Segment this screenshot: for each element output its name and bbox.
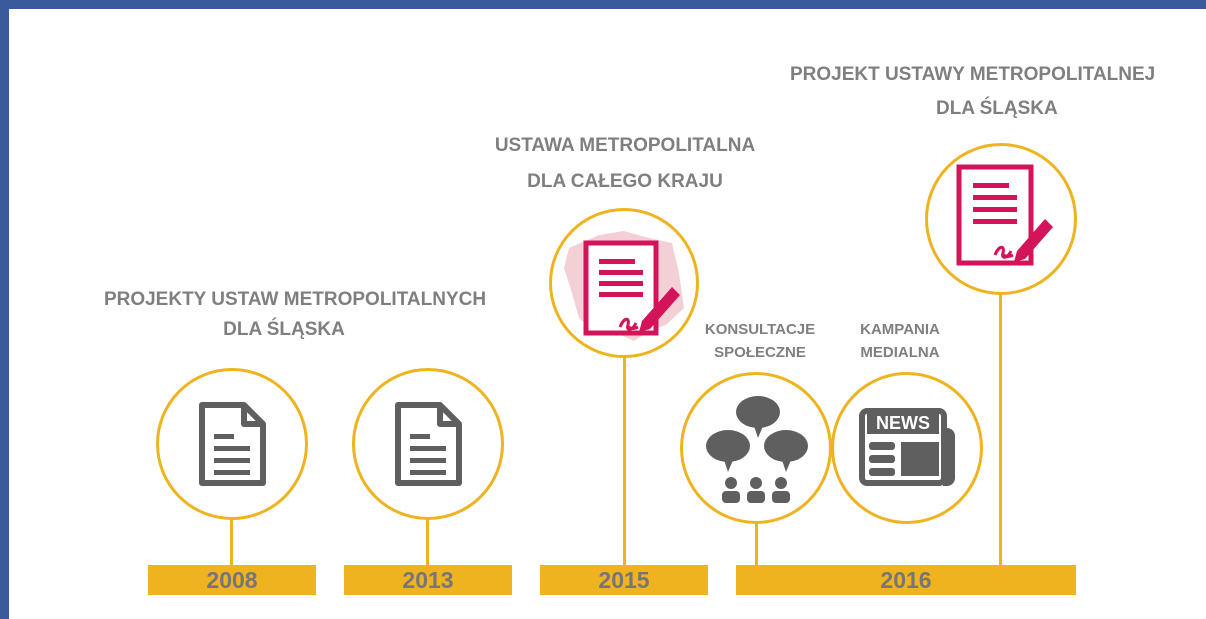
circle-2015 [549, 208, 699, 358]
newspaper-icon: NEWS [857, 408, 957, 488]
year-bar-2008: 2008 [148, 565, 316, 595]
newspaper-photo-block [901, 442, 939, 476]
circle-kampania: NEWS [831, 372, 983, 524]
heading-ustawa-kraj: USTAWA METROPOLITALNA DLA CAŁEGO KRAJU [455, 128, 795, 200]
stem-2008 [230, 515, 233, 567]
frame-left-border [0, 0, 9, 619]
heading-projekty-ustaw: PROJEKTY USTAW METROPOLITALNYCH DLA ŚLĄS… [65, 285, 525, 345]
signed-document-poland-map-icon [564, 231, 684, 341]
heading-kampania-line2: MEDIALNA [860, 344, 940, 361]
stem-konsultacje [755, 515, 758, 567]
heading-projekt-line1: PROJEKT USTAWY METROPOLITALNEJ [790, 64, 1156, 85]
frame-top-border [0, 0, 1206, 9]
year-bar-2016: 2016 [736, 565, 1076, 595]
circle-projekt-2016 [925, 143, 1077, 295]
stem-2013 [426, 515, 429, 567]
year-bar-2015: 2015 [540, 565, 708, 595]
circle-konsultacje [680, 372, 832, 524]
heading-projekty-line2: DLA ŚLĄSKA [223, 319, 345, 340]
stem-2015 [623, 355, 626, 567]
circle-2013 [352, 368, 504, 520]
heading-konsultacje: KONSULTACJE SPOŁECZNE [690, 318, 830, 364]
heading-kampania: KAMPANIA MEDIALNA [840, 318, 960, 364]
speech-bubbles-people-icon [706, 396, 808, 503]
newspaper-line [869, 442, 895, 450]
newspaper-line [869, 468, 895, 476]
newspaper-line [869, 455, 895, 463]
heading-projekt-slask: PROJEKT USTAWY METROPOLITALNEJ DLA ŚLĄSK… [790, 58, 1206, 126]
news-badge: NEWS [867, 412, 939, 434]
signed-document-icon [956, 164, 1053, 266]
heading-projekty-line1: PROJEKTY USTAW METROPOLITALNYCH [103, 289, 487, 310]
stem-projekt-2016 [999, 290, 1002, 567]
heading-ustawa-line1: USTAWA METROPOLITALNA [494, 135, 756, 156]
circle-2008 [156, 368, 308, 520]
document-icon [395, 402, 462, 486]
newspaper-spine [943, 428, 955, 486]
heading-kampania-line1: KAMPANIA [860, 321, 940, 338]
year-bar-2013: 2013 [344, 565, 512, 595]
heading-projekt-line2: DLA ŚLĄSKA [936, 98, 1058, 119]
document-icon [199, 402, 266, 486]
heading-ustawa-line2: DLA CAŁEGO KRAJU [527, 171, 723, 192]
heading-konsultacje-line1: KONSULTACJE [704, 321, 816, 338]
heading-konsultacje-line2: SPOŁECZNE [714, 344, 806, 361]
